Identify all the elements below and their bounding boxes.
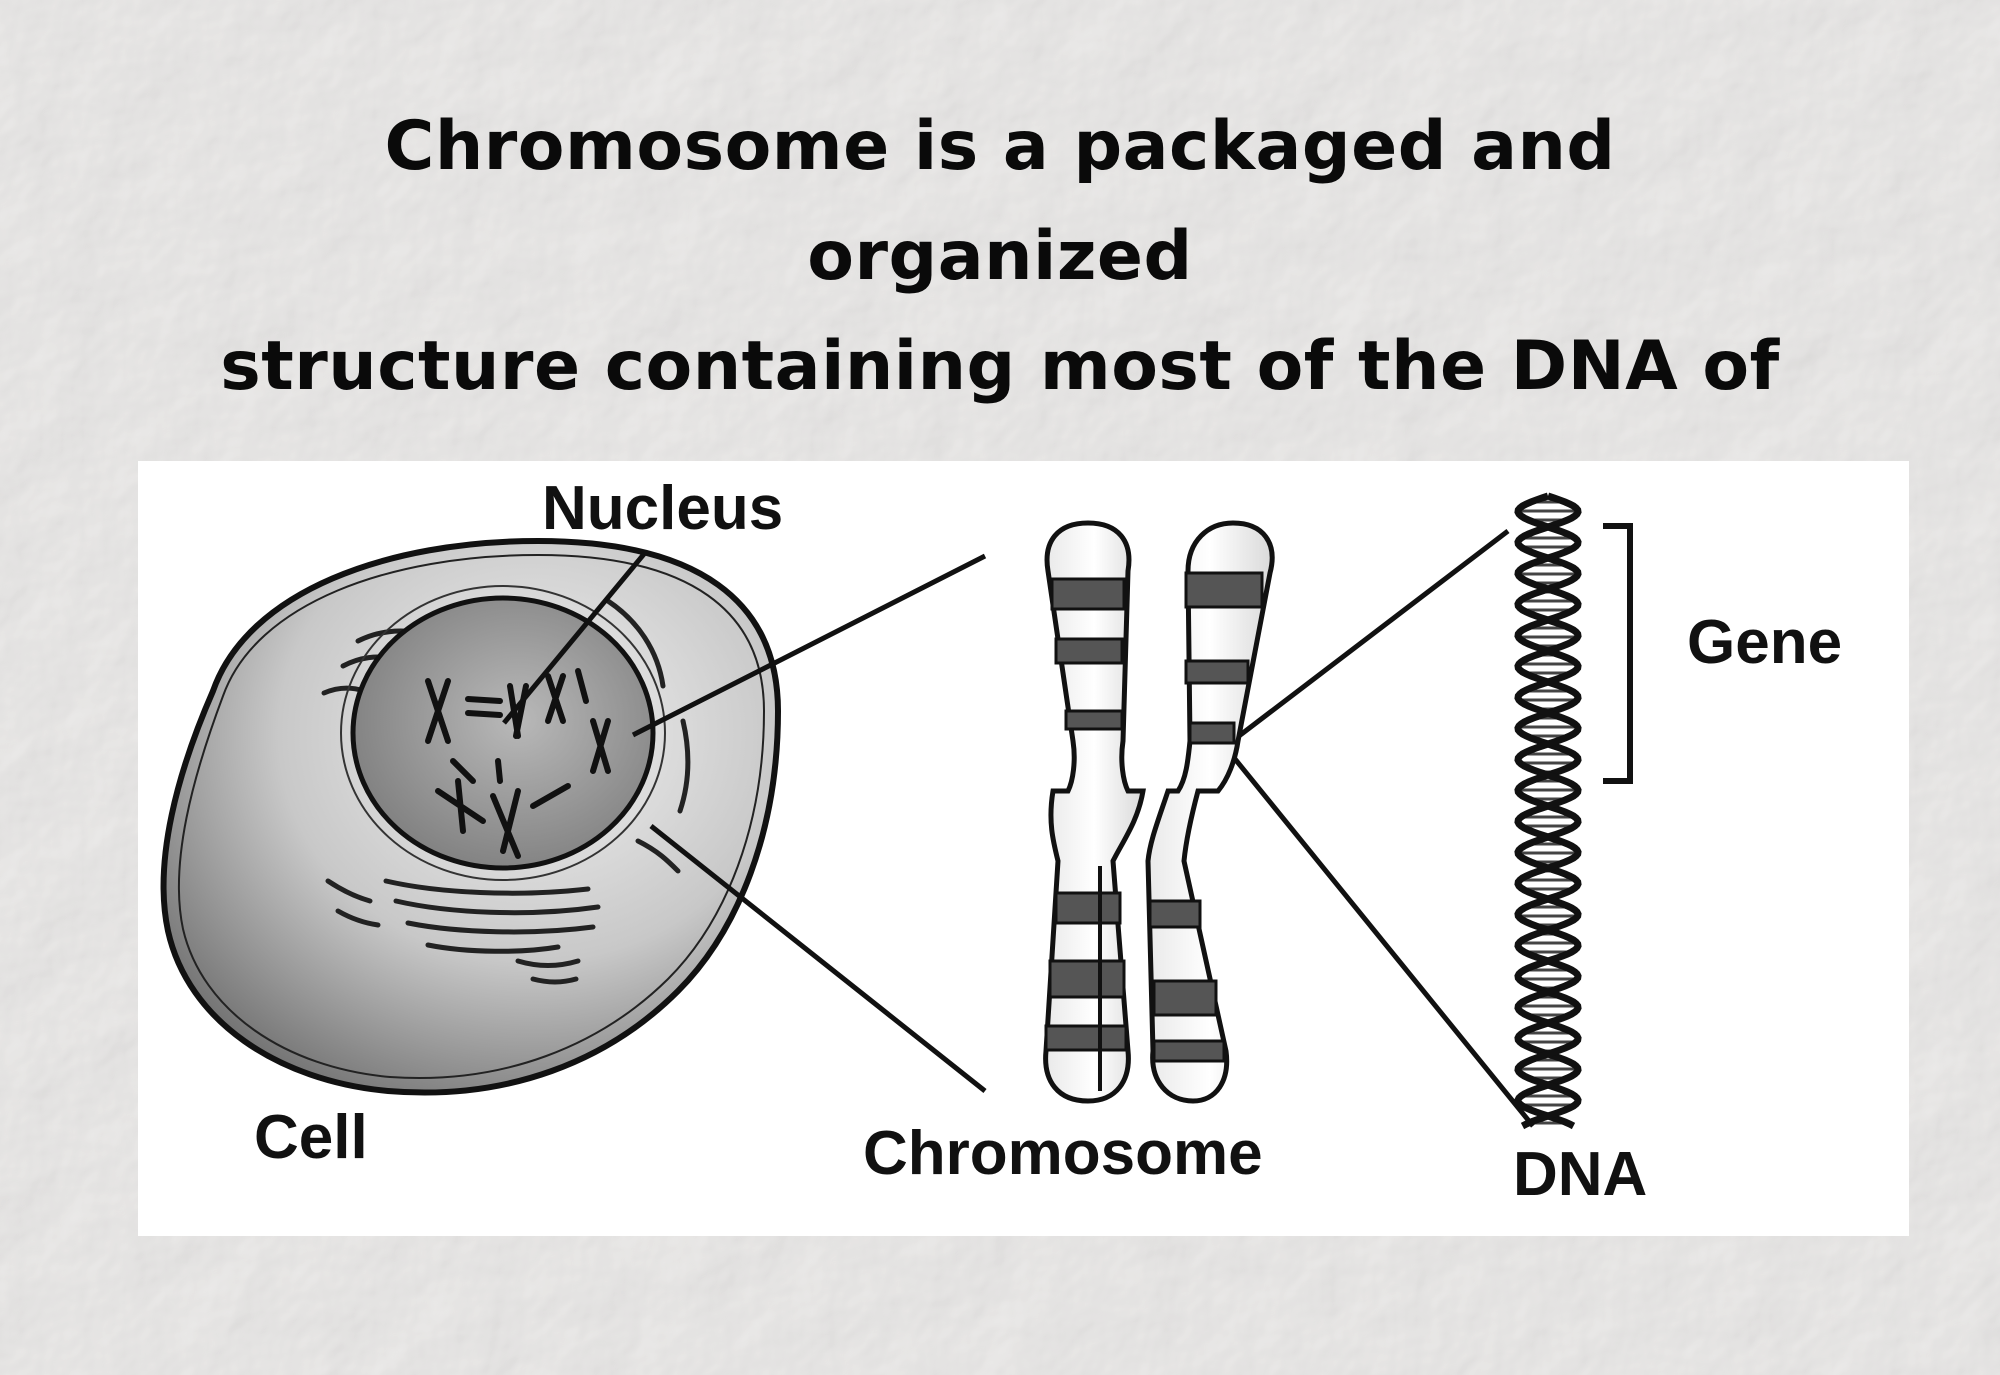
heading-line-1: Chromosome is a packaged and organized — [384, 107, 1616, 296]
chromatid-left — [1043, 520, 1146, 1104]
dna-zoom-line-bottom — [1233, 757, 1535, 1128]
nucleus — [350, 595, 656, 871]
gene-bracket — [1603, 523, 1633, 784]
dna-strand-1 — [1514, 492, 1582, 1130]
chromosome-bands — [1044, 571, 1264, 1063]
connector-lines — [502, 529, 1535, 1128]
dna-double-helix — [1514, 492, 1582, 1130]
nucleus-chromosomes — [425, 668, 611, 859]
nucleus-pointer — [502, 552, 646, 725]
zoom-line-top — [631, 553, 987, 738]
page-heading: Chromosome is a packaged and organized s… — [200, 92, 1800, 642]
label-chromosome: Chromosome — [863, 1119, 1263, 1188]
dna-strand-2 — [1514, 492, 1582, 1130]
label-nucleus: Nucleus — [542, 474, 784, 543]
chromosome-illustration — [1043, 520, 1275, 1104]
label-dna: DNA — [1513, 1140, 1648, 1209]
label-cell: Cell — [254, 1103, 368, 1172]
label-gene: Gene — [1687, 608, 1843, 677]
cell-illustration — [160, 537, 782, 1096]
dna-zoom-line-top — [1233, 529, 1510, 741]
diagram-panel: Nucleus Cell Chromosome Gene DNA — [138, 461, 1909, 1236]
zoom-line-bottom — [649, 824, 987, 1093]
chromosome-diagram — [160, 492, 1633, 1130]
